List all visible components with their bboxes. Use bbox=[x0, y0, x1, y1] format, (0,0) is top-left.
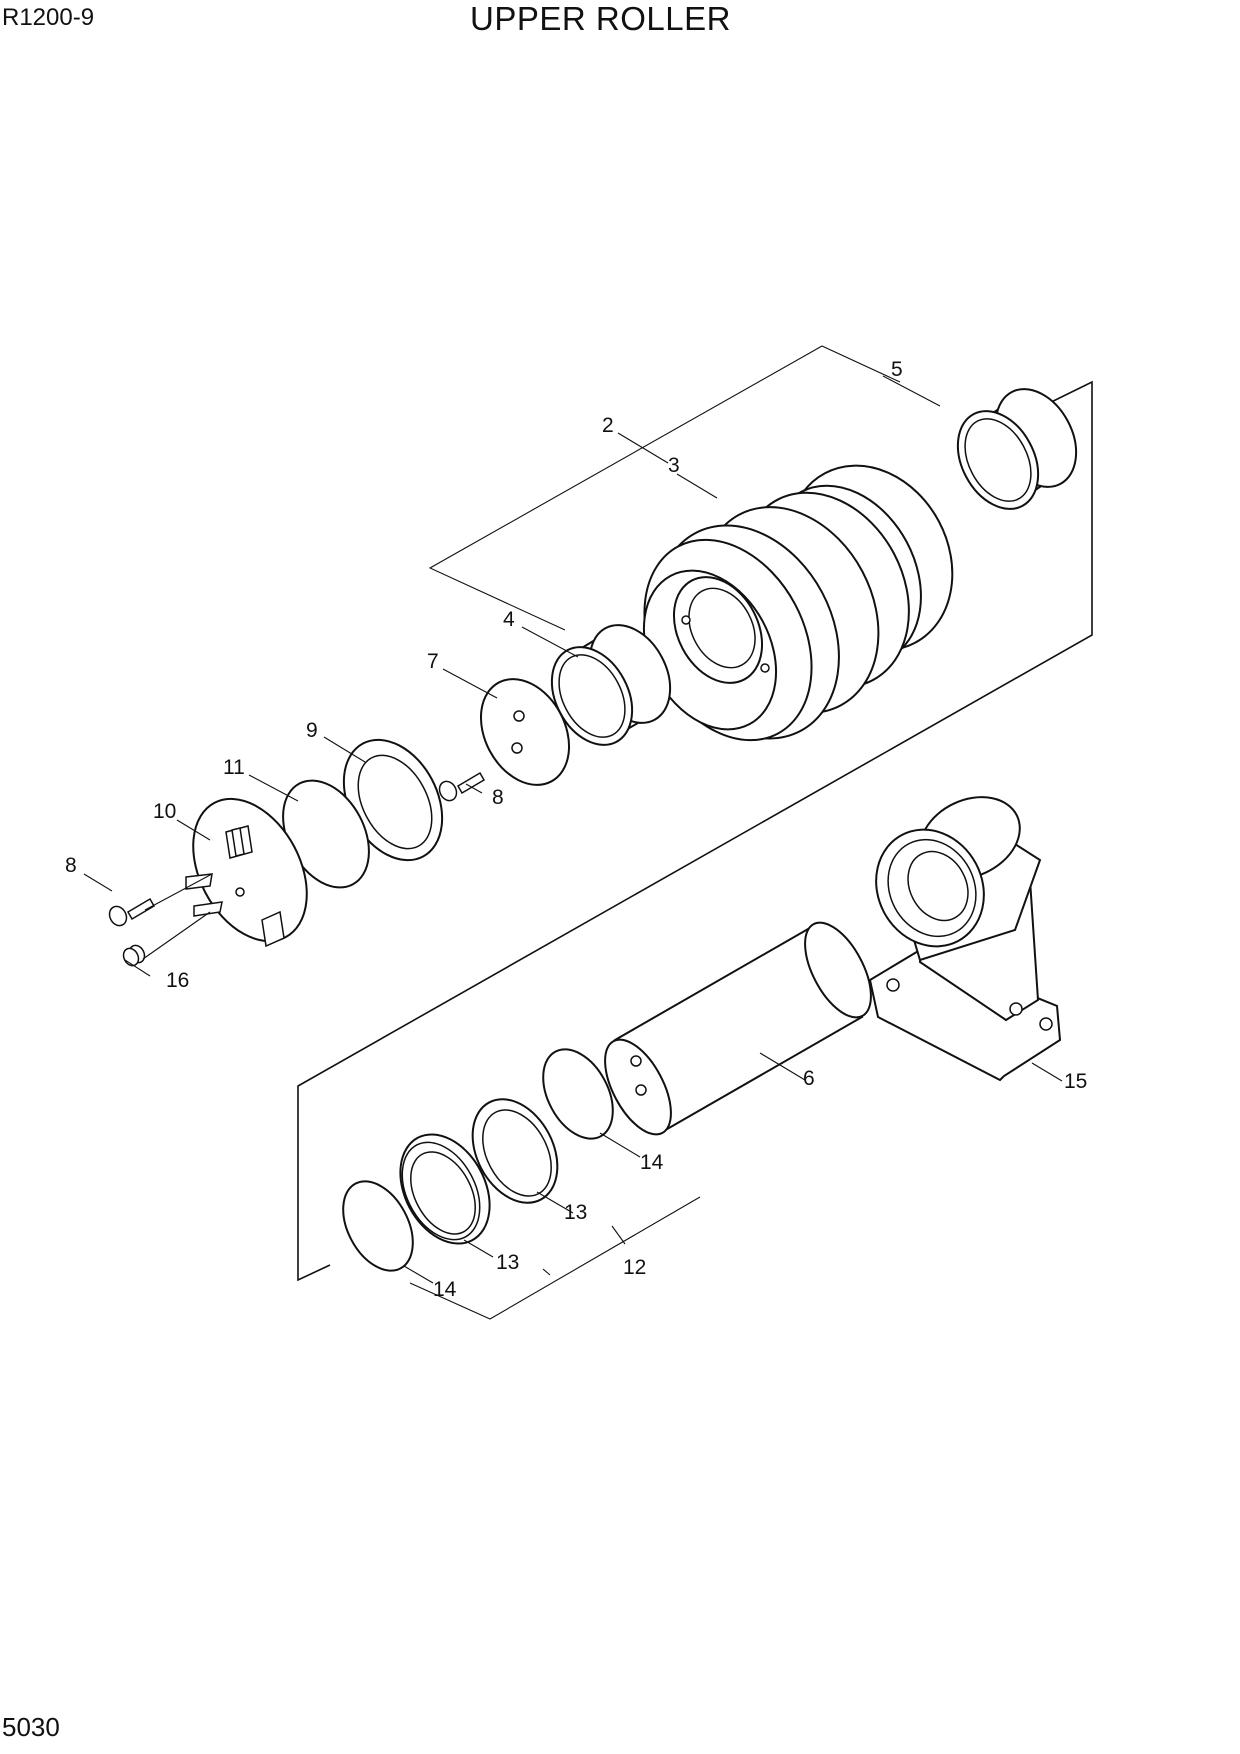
callout-4: 4 bbox=[503, 608, 515, 631]
callout-8-lower: 8 bbox=[65, 854, 77, 877]
shaft bbox=[604, 921, 872, 1136]
callout-8-upper: 8 bbox=[492, 786, 504, 809]
o-ring-lower-left bbox=[342, 1180, 414, 1272]
cover-plate bbox=[185, 797, 308, 948]
callout-10: 10 bbox=[153, 800, 176, 823]
bushing-right bbox=[956, 388, 1078, 510]
callout-16: 16 bbox=[166, 969, 189, 992]
plug bbox=[122, 944, 146, 967]
roller-body bbox=[642, 464, 954, 742]
model-code: R1200-9 bbox=[2, 4, 95, 31]
callout-11: 11 bbox=[223, 756, 245, 779]
callout-9: 9 bbox=[306, 719, 318, 742]
floating-seal-ring-right bbox=[471, 1098, 559, 1204]
callout-15: 15 bbox=[1064, 1070, 1087, 1093]
bolt-lower bbox=[108, 897, 156, 927]
callout-14-left: 14 bbox=[433, 1278, 457, 1301]
callout-13-right: 13 bbox=[564, 1201, 587, 1224]
callout-numbers: 2 3 4 5 6 7 8 8 9 10 11 12 13 13 14 14 1… bbox=[65, 358, 1087, 1301]
o-ring-upper-right bbox=[542, 1048, 614, 1140]
callout-2: 2 bbox=[602, 414, 614, 437]
support-bracket bbox=[868, 796, 1062, 1082]
thrust-ring bbox=[342, 738, 444, 862]
bushing-left bbox=[550, 624, 672, 746]
page-title: UPPER ROLLER bbox=[470, 0, 731, 37]
leader-lines bbox=[83, 375, 1063, 1284]
callout-3: 3 bbox=[668, 454, 680, 477]
bolt-upper bbox=[438, 771, 486, 802]
page-number: 5030 bbox=[2, 1712, 60, 1742]
group-bracket-lower bbox=[409, 1196, 701, 1320]
callout-14-right: 14 bbox=[640, 1151, 664, 1174]
callout-5: 5 bbox=[891, 358, 903, 381]
callout-13-left: 13 bbox=[496, 1251, 519, 1274]
thrust-plate bbox=[479, 678, 571, 786]
assembly-frame-line bbox=[297, 380, 1093, 1282]
callout-7: 7 bbox=[427, 650, 439, 673]
group-bracket-upper bbox=[428, 345, 901, 631]
callout-6: 6 bbox=[803, 1067, 815, 1090]
floating-seal-ring-left bbox=[399, 1133, 491, 1245]
callout-12: 12 bbox=[623, 1256, 646, 1279]
